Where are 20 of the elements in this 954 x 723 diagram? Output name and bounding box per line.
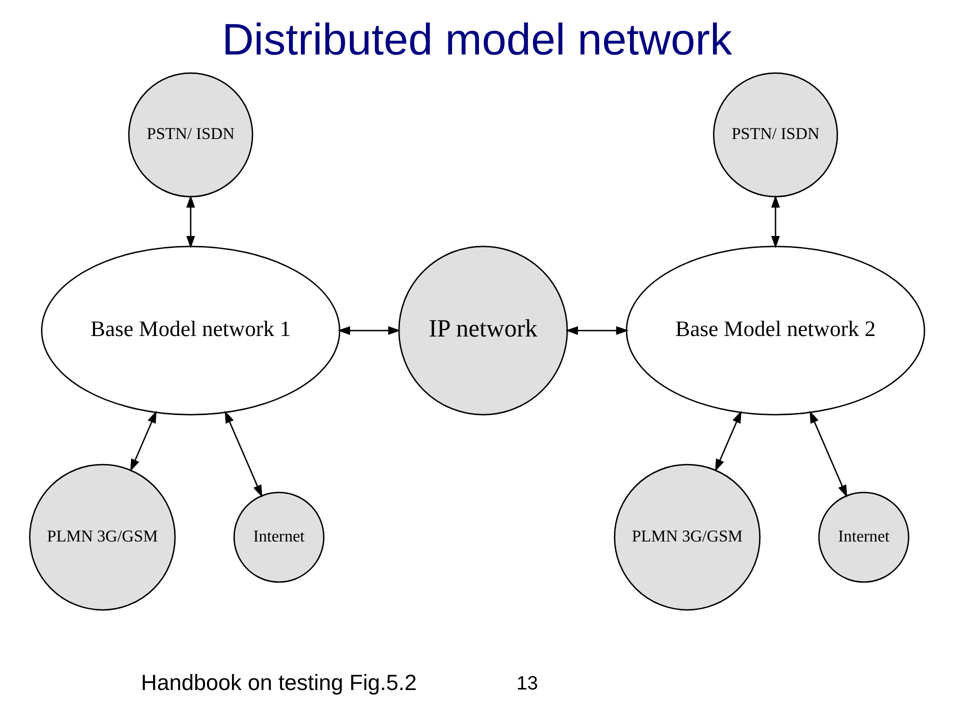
diagram-title: Distributed model network	[222, 15, 732, 64]
arrow	[338, 326, 401, 335]
node-ellipse: Base Model network 2	[626, 246, 926, 416]
node-circle: PSTN/ ISDN	[128, 72, 254, 198]
node-ellipse: Base Model network 1	[41, 246, 340, 416]
arrow	[186, 195, 196, 248]
caption: Handbook on testing Fig.5.2	[141, 670, 417, 695]
label: 13	[516, 674, 538, 695]
arrow	[566, 326, 629, 335]
arrow	[810, 410, 848, 498]
node-circle: PSTN/ ISDN	[713, 72, 838, 198]
node-circle: IP network	[398, 246, 568, 416]
node-circle: Internet	[818, 492, 910, 583]
node-circle: PLMN 3G/GSM	[29, 464, 176, 611]
arrow	[771, 195, 780, 248]
node-circle: PLMN 3G/GSM	[614, 464, 761, 611]
arrow	[224, 410, 262, 498]
arrow	[715, 410, 742, 472]
arrow	[130, 410, 157, 472]
node-circle: Internet	[233, 492, 324, 583]
